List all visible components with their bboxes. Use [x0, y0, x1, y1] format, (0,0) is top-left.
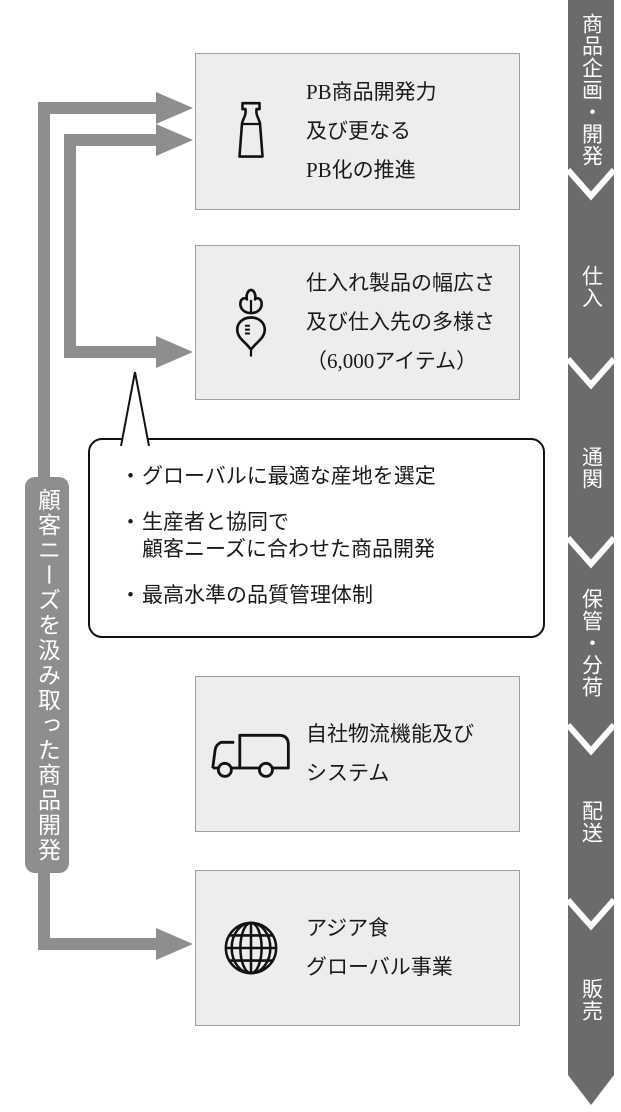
- icon-cell: [196, 101, 306, 163]
- left-flow-label-text: 顧客ニーズを汲み取った商品開発: [34, 487, 60, 863]
- left-flow-label: 顧客ニーズを汲み取った商品開発: [25, 477, 69, 873]
- process-step-purchasing: 仕入: [579, 265, 604, 309]
- bullet: ・: [120, 464, 141, 488]
- callout-line: 最高水準の品質管理体制: [142, 583, 373, 607]
- feature-box-text: PB商品開発力 及び更なる PB化の推進: [306, 73, 437, 190]
- feature-line: 及び仕入先の多様さ: [306, 310, 495, 334]
- chevron-down-icon: [568, 356, 614, 390]
- callout-line: 生産者と協同で: [142, 510, 289, 534]
- feature-box-text: アジア食 グローバル事業: [306, 909, 453, 987]
- process-step-planning: 商品企画・開発: [579, 13, 604, 167]
- arrowhead-icon: [156, 124, 193, 156]
- bullet: ・: [120, 510, 141, 534]
- feature-line: 仕入れ製品の幅広さ: [306, 271, 495, 295]
- callout-item: ・ グローバルに最適な産地を選定: [120, 463, 527, 490]
- process-bar: 商品企画・開発 仕入 通関 保管・分荷 配送 販売: [568, 0, 614, 1105]
- chevron-down-icon: [568, 897, 614, 931]
- feature-line: （6,000アイテム）: [306, 349, 478, 373]
- icon-cell: [196, 919, 306, 977]
- feature-box-global: アジア食 グローバル事業: [195, 870, 520, 1026]
- bullet: ・: [120, 583, 141, 607]
- icon-cell: [196, 279, 306, 367]
- feature-box-logistics: 自社物流機能及び システム: [195, 676, 520, 832]
- sake-bottle-icon: [238, 101, 264, 158]
- callout-item: ・ 最高水準の品質管理体制: [120, 582, 527, 609]
- chevron-down-icon: [568, 535, 614, 569]
- callout-line: グローバルに最適な産地を選定: [142, 464, 436, 488]
- process-step-customs: 通関: [579, 446, 604, 490]
- arrowhead-icon: [156, 928, 193, 960]
- feature-line: 及び更なる: [306, 119, 411, 143]
- callout-item: ・ 生産者と協同で 顧客ニーズに合わせた商品開発: [120, 509, 527, 563]
- chevron-down-icon: [568, 722, 614, 756]
- feature-line: システム: [306, 761, 390, 785]
- feature-line: 自社物流機能及び: [306, 722, 474, 746]
- icon-cell: [196, 726, 306, 782]
- globe-icon: [224, 921, 278, 975]
- chevron-down-icon: [568, 167, 614, 201]
- process-step-storage: 保管・分荷: [579, 588, 604, 698]
- flow-arrow-inner: [64, 134, 160, 358]
- callout-lines: 生産者と協同で 顧客ニーズに合わせた商品開発: [142, 509, 435, 563]
- callout-lines: 最高水準の品質管理体制: [142, 582, 373, 609]
- process-step-sales: 販売: [579, 978, 604, 1022]
- callout-line: 顧客ニーズに合わせた商品開発: [142, 537, 435, 561]
- feature-box-sourcing: 仕入れ製品の幅広さ 及び仕入先の多様さ （6,000アイテム）: [195, 245, 520, 400]
- callout-lines: グローバルに最適な産地を選定: [142, 463, 436, 490]
- feature-line: PB化の推進: [306, 158, 416, 182]
- arrowhead-icon: [156, 336, 193, 368]
- truck-icon: [211, 733, 290, 778]
- feature-line: アジア食: [306, 916, 390, 940]
- feature-box-text: 自社物流機能及び システム: [306, 715, 474, 793]
- feature-box-text: 仕入れ製品の幅広さ 及び仕入先の多様さ （6,000アイテム）: [306, 264, 495, 381]
- callout-bubble: ・ グローバルに最適な産地を選定 ・ 生産者と協同で 顧客ニーズに合わせた商品開…: [88, 438, 545, 638]
- radish-icon: [235, 288, 267, 357]
- arrowhead-icon: [156, 92, 193, 124]
- feature-line: グローバル事業: [306, 955, 453, 979]
- feature-box-pb-development: PB商品開発力 及び更なる PB化の推進: [195, 53, 520, 210]
- feature-line: PB商品開発力: [306, 80, 437, 104]
- process-step-delivery: 配送: [579, 800, 604, 844]
